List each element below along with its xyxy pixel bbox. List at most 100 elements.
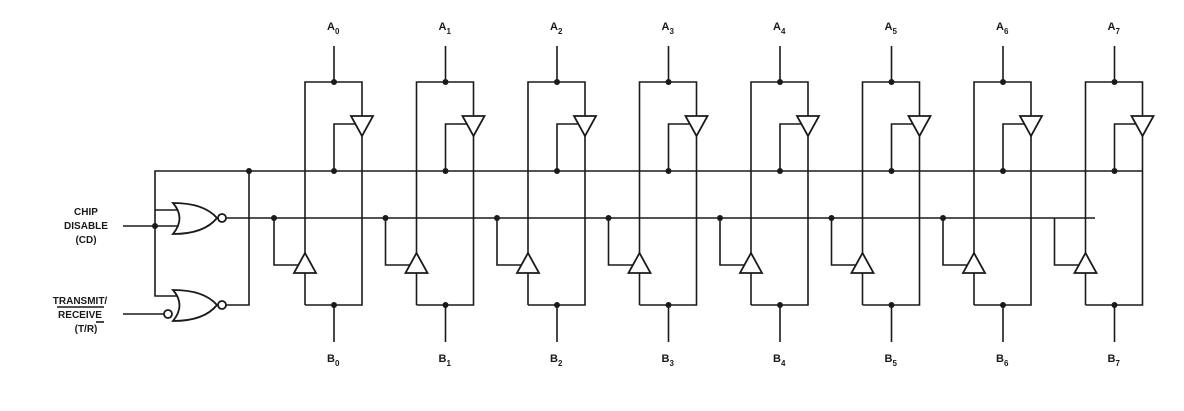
b4-label: B4 xyxy=(773,353,786,368)
transmit-buffer-7 xyxy=(1129,115,1156,138)
transmit-enable-tap-0 xyxy=(333,123,356,171)
transmit-buffer-3 xyxy=(683,115,710,138)
b0-label: B0 xyxy=(327,353,340,368)
b3-label: B3 xyxy=(662,353,675,368)
cd-to-upper-bus-wire xyxy=(154,170,248,226)
a2-loop-wire xyxy=(527,81,586,305)
a4-label: A4 xyxy=(773,21,786,36)
lower-bus-dot-3 xyxy=(605,215,612,221)
receive-buffer-3 xyxy=(626,251,653,274)
lower-bus-dot-4 xyxy=(717,215,723,221)
a3-label: A3 xyxy=(662,21,675,36)
lower-bus-dot-6 xyxy=(940,215,946,221)
receive-buffer-4 xyxy=(738,251,764,274)
receive-enable-tap-6 xyxy=(942,218,968,266)
receive-enable-tap-5 xyxy=(830,218,857,266)
lower-nor-bubble xyxy=(217,300,227,310)
transmit-enable-tap-1 xyxy=(444,123,468,171)
receive-enable-tap-2 xyxy=(496,218,522,266)
a5-label: A5 xyxy=(885,21,898,36)
receive-enable-tap-3 xyxy=(607,218,634,266)
receive-buffer-2 xyxy=(515,251,541,274)
receive-enable-tap-4 xyxy=(719,218,745,266)
lower-nor-gate xyxy=(171,289,219,322)
transmit-buffer-6 xyxy=(1018,115,1044,138)
chip-disable-line-2: DISABLE xyxy=(64,221,108,232)
upper-nor-bubble xyxy=(217,213,227,223)
transmit-output-wire-0 xyxy=(305,136,363,306)
upper-bus-dot-5 xyxy=(888,168,895,174)
transmit-output-wire-4 xyxy=(751,136,809,306)
a1-label: A1 xyxy=(439,21,452,36)
transmit-enable-tap-3 xyxy=(667,123,691,171)
upper-bus-dot-2 xyxy=(554,168,560,174)
transmit-buffer-5 xyxy=(906,115,933,138)
transmit-output-wire-6 xyxy=(974,136,1032,306)
transmit-output-wire-3 xyxy=(639,136,698,306)
a1-loop-wire xyxy=(415,81,475,305)
transmit-enable-tap-5 xyxy=(890,123,914,171)
lower-bus-dot-5 xyxy=(828,215,835,221)
a4-loop-wire xyxy=(750,81,809,305)
a5-loop-wire xyxy=(861,81,921,305)
a7-loop-wire xyxy=(1084,81,1144,305)
b7-label: B7 xyxy=(1108,353,1121,368)
transmit-output-wire-2 xyxy=(528,136,586,306)
receive-buffer-6 xyxy=(961,251,987,274)
chip-disable-line-3: (CD) xyxy=(75,235,96,246)
transmit-receive-line-2: RECEIVE xyxy=(58,310,102,321)
receive-enable-tap-1 xyxy=(384,218,411,266)
upper-bus-dot-0 xyxy=(331,168,337,174)
lower-bus-dot-1 xyxy=(382,215,389,221)
transmit-buffer-2 xyxy=(572,115,598,138)
transmit-buffer-4 xyxy=(795,115,821,138)
receive-buffer-5 xyxy=(849,251,876,274)
transmit-enable-tap-2 xyxy=(556,123,579,171)
receive-buffer-1 xyxy=(403,251,430,274)
transmit-receive-label: TRANSMIT/ RECEIVE (T/R) xyxy=(53,296,108,335)
receive-buffer-7 xyxy=(1072,251,1099,274)
upper-bus-dot-1 xyxy=(442,168,449,174)
receive-enable-tap-7 xyxy=(1053,218,1080,266)
a0-label: A0 xyxy=(327,21,340,36)
cd-to-lower-gate-wire xyxy=(154,226,178,297)
receive-enable-tap-0 xyxy=(273,218,299,266)
transmit-enable-tap-4 xyxy=(779,123,802,171)
b5-label: B5 xyxy=(885,353,898,368)
chip-disable-label: CHIP DISABLE (CD) xyxy=(64,207,108,246)
transmit-buffer-0 xyxy=(349,115,375,138)
a7-label: A7 xyxy=(1108,21,1121,36)
transmit-receive-line-1: TRANSMIT/ xyxy=(53,296,108,307)
transmit-output-wire-7 xyxy=(1085,136,1144,306)
upper-bus-dot-3 xyxy=(665,168,672,174)
transmit-buffer-1 xyxy=(460,115,487,138)
chip-disable-line-1: CHIP xyxy=(74,207,98,218)
transmit-output-wire-1 xyxy=(416,136,475,306)
receive-buffer-0 xyxy=(292,251,318,274)
b2-label: B2 xyxy=(550,353,563,368)
a3-loop-wire xyxy=(638,81,698,305)
upper-bus-dot-6 xyxy=(1000,168,1006,174)
transmit-enable-tap-6 xyxy=(1002,123,1025,171)
lower-gate-output-wire xyxy=(226,171,250,306)
tr-input-bubble xyxy=(163,309,173,319)
lower-bus-dot-2 xyxy=(494,215,500,221)
upper-nor-gate xyxy=(171,202,219,235)
a6-label: A6 xyxy=(996,21,1009,36)
upper-bus-dot-4 xyxy=(777,168,783,174)
a0-loop-wire xyxy=(304,81,363,305)
transmit-output-wire-5 xyxy=(862,136,921,306)
b6-label: B6 xyxy=(996,353,1009,368)
transmit-receive-line-3: (T/R) xyxy=(75,324,98,335)
upper-bus-dot-7 xyxy=(1111,168,1118,174)
b1-label: B1 xyxy=(439,353,452,368)
